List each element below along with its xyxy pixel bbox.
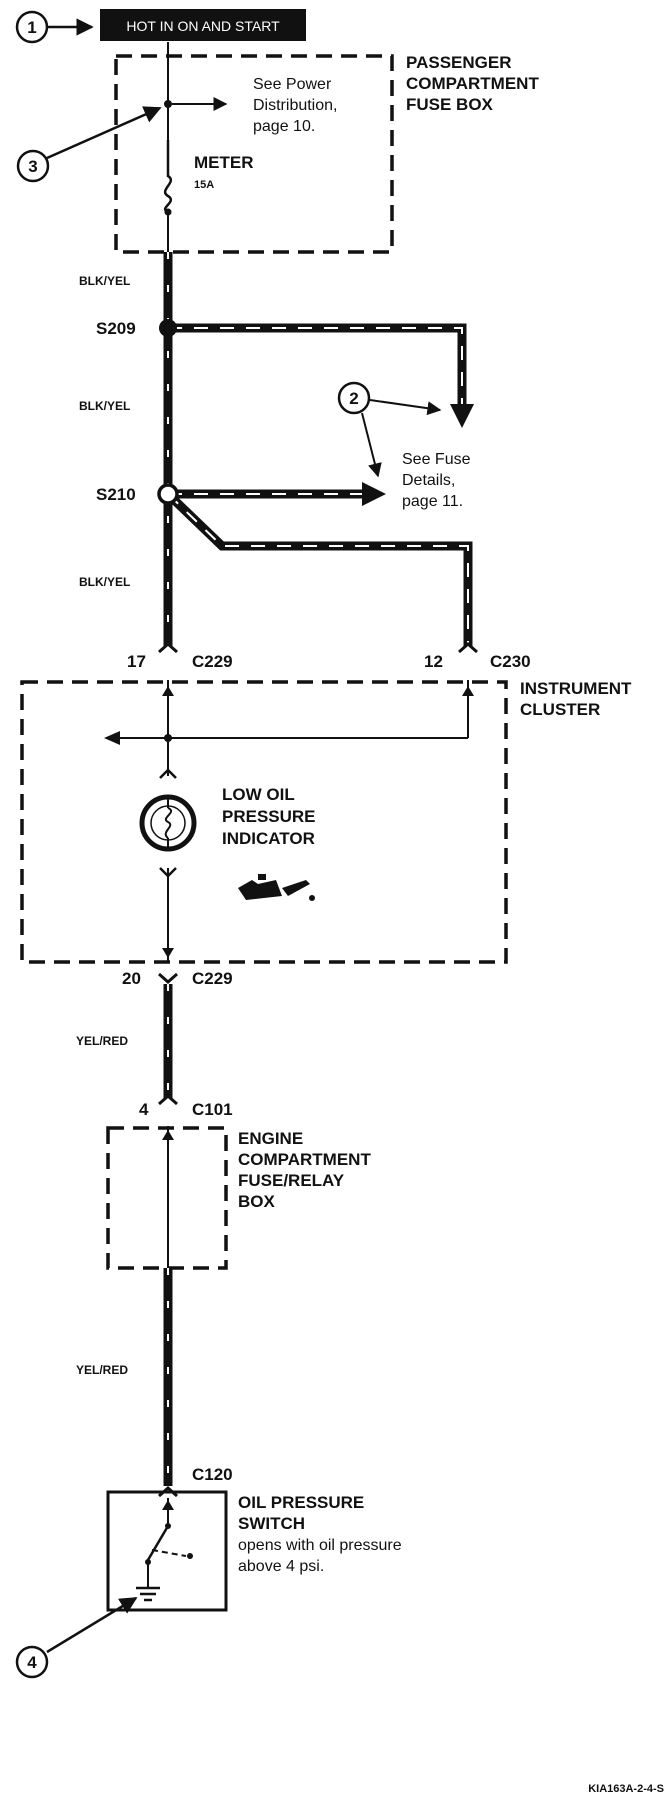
wire-color-label-yel-red-2: YEL/RED	[76, 1363, 128, 1377]
callout-3: 3	[16, 149, 50, 183]
connector-c230-symbol	[458, 641, 478, 654]
svg-text:CLUSTER: CLUSTER	[520, 700, 600, 719]
connector-c120-label: C120	[192, 1465, 233, 1484]
header-banner	[100, 9, 306, 41]
splice-s209-label: S209	[96, 319, 136, 338]
oil-pressure-switch-description: opens with oil pressure above 4 psi.	[238, 1537, 402, 1575]
svg-text:COMPARTMENT: COMPARTMENT	[238, 1150, 371, 1169]
wire-color-label-blk-yel-3: BLK/YEL	[79, 575, 130, 589]
svg-text:OIL PRESSURE: OIL PRESSURE	[238, 1493, 364, 1512]
svg-text:SWITCH: SWITCH	[238, 1514, 305, 1533]
supply-junction	[164, 100, 172, 108]
connector-c229-top-symbol	[158, 641, 178, 654]
svg-text:PASSENGER: PASSENGER	[406, 53, 512, 72]
switch-pressure-sensor	[187, 1553, 193, 1559]
connector-c101-label: C101	[192, 1100, 233, 1119]
cluster-bus-junction	[164, 734, 172, 742]
power-distribution-ref: See Power Distribution, page 10.	[253, 76, 337, 135]
diagram-code: KIA163A-2-4-S	[588, 1783, 664, 1795]
engine-fuse-relay-box-title: ENGINE COMPARTMENT FUSE/RELAY BOX	[238, 1129, 371, 1211]
svg-text:COMPARTMENT: COMPARTMENT	[406, 74, 539, 93]
svg-text:FUSE BOX: FUSE BOX	[406, 95, 494, 114]
svg-text:ENGINE: ENGINE	[238, 1129, 303, 1148]
svg-text:INDICATOR: INDICATOR	[222, 829, 315, 848]
splice-s209-dot	[159, 319, 177, 337]
pin-17-label: 17	[127, 652, 146, 671]
header-text: HOT IN ON AND START	[126, 18, 280, 34]
svg-text:3: 3	[28, 157, 37, 176]
cluster-output-arrowhead	[162, 948, 174, 958]
svg-text:page 10.: page 10.	[253, 118, 315, 135]
cluster-feed-wire	[164, 490, 473, 646]
svg-text:above 4 psi.: above 4 psi.	[238, 1558, 324, 1575]
instrument-cluster-outline	[20, 680, 508, 964]
switch-blade	[146, 1525, 170, 1561]
wire-color-label-blk-yel-1: BLK/YEL	[79, 274, 130, 288]
low-oil-pressure-indicator-label: LOW OIL PRESSURE INDICATOR	[222, 785, 316, 848]
svg-text:PRESSURE: PRESSURE	[222, 807, 316, 826]
callout-2-arrow-b	[361, 412, 382, 478]
instrument-cluster-title: INSTRUMENT CLUSTER	[520, 679, 632, 719]
wire-color-label-blk-yel-2: BLK/YEL	[79, 399, 130, 413]
connector-c229-bottom-symbol	[158, 972, 178, 985]
callout-2-arrow-a	[369, 399, 442, 416]
s209-branch-stripe	[168, 327, 463, 404]
meter-fuse-label: METER	[194, 153, 254, 172]
svg-text:BOX: BOX	[238, 1192, 276, 1211]
connector-c230-label: C230	[490, 652, 531, 671]
svg-text:See Fuse: See Fuse	[402, 451, 471, 468]
ground-icon	[136, 1586, 160, 1602]
c230-input-arrowhead	[462, 686, 474, 696]
callout-3-arrow	[46, 106, 162, 160]
wire-color-label-yel-red-1: YEL/RED	[76, 1034, 128, 1048]
connector-c229-bottom-label: C229	[192, 969, 233, 988]
cluster-input-arrowhead	[162, 686, 174, 696]
connector-c229-top-label: C229	[192, 652, 233, 671]
fuse-details-ref: See Fuse Details, page 11.	[402, 451, 471, 510]
cluster-feed-stripe	[167, 493, 469, 646]
s210-branch-arrowhead	[362, 482, 386, 506]
svg-text:4: 4	[27, 1653, 37, 1672]
connector-c101-symbol	[158, 1093, 178, 1106]
s209-branch-arrowhead	[450, 404, 474, 428]
passenger-fuse-box-outline	[114, 54, 394, 254]
svg-text:Distribution,: Distribution,	[253, 97, 337, 114]
indicator-top-terminal	[159, 768, 177, 779]
svg-text:1: 1	[27, 18, 36, 37]
svg-text:page 11.: page 11.	[402, 493, 463, 510]
callout-1: 1	[15, 10, 49, 44]
callout-4-arrow	[46, 1596, 138, 1654]
oil-pressure-switch-title: OIL PRESSURE SWITCH	[238, 1493, 364, 1533]
s209-branch-wire	[168, 323, 467, 404]
svg-text:LOW OIL: LOW OIL	[222, 785, 295, 804]
oil-pressure-switch-outline	[106, 1490, 228, 1612]
pin-20-label: 20	[122, 969, 141, 988]
pin-12-label: 12	[424, 652, 443, 671]
meter-fuse-symbol	[163, 140, 173, 214]
pin-4-label: 4	[139, 1100, 149, 1119]
svg-text:INSTRUMENT: INSTRUMENT	[520, 679, 632, 698]
svg-text:2: 2	[349, 389, 358, 408]
cluster-internal-arrowhead	[104, 731, 120, 745]
meter-fuse-rating: 15A	[194, 179, 214, 191]
svg-text:See Power: See Power	[253, 76, 332, 93]
callout-2: 2	[337, 381, 371, 415]
splice-s210-dot	[157, 483, 179, 505]
callout-4: 4	[15, 1645, 49, 1679]
splice-s210-label: S210	[96, 485, 136, 504]
svg-text:Details,: Details,	[402, 472, 455, 489]
low-oil-pressure-bulb-icon	[139, 794, 197, 852]
oil-can-icon	[238, 874, 315, 901]
svg-text:opens with oil pressure: opens with oil pressure	[238, 1537, 402, 1554]
switch-input-arrowhead	[162, 1500, 174, 1510]
switch-mechanical-link	[151, 1549, 187, 1557]
svg-text:FUSE/RELAY: FUSE/RELAY	[238, 1171, 345, 1190]
engine-box-arrowhead	[162, 1130, 174, 1140]
passenger-fuse-box-title: PASSENGER COMPARTMENT FUSE BOX	[406, 53, 539, 114]
